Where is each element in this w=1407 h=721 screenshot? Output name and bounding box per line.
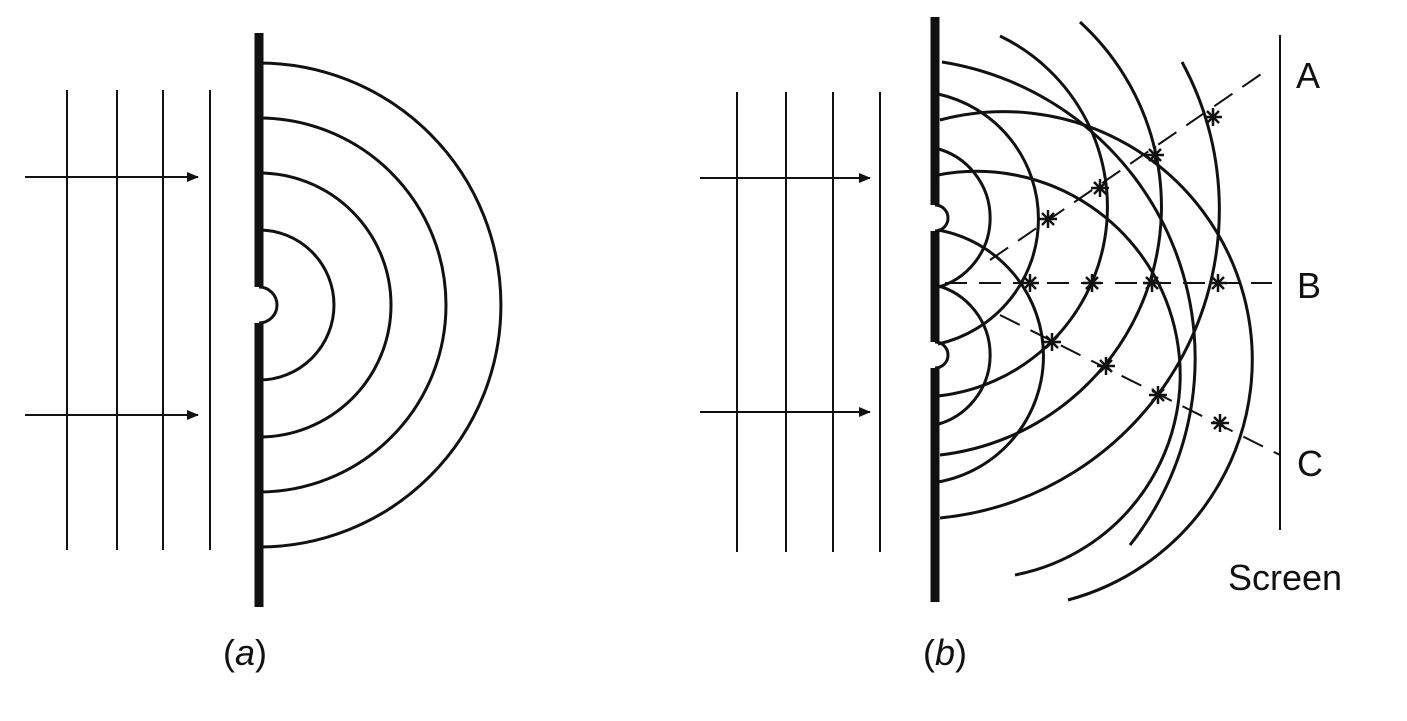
crossing-mark-icon — [1146, 146, 1164, 164]
crossing-mark-icon — [1211, 414, 1229, 432]
circular-wavefront — [258, 228, 336, 382]
crossing-mark-icon — [1021, 274, 1039, 292]
barrier-b — [930, 17, 950, 602]
circular-wavefront — [937, 169, 1182, 577]
circular-wavefront — [939, 110, 1254, 602]
circular-wavefront — [937, 92, 1040, 346]
incident-arrows-a — [25, 172, 199, 420]
constructive-interference-lines — [945, 67, 1281, 456]
panel-a-caption: (a) — [223, 632, 267, 673]
crossing-mark-icon — [1149, 386, 1167, 404]
upper-slit-wavefronts — [934, 20, 1221, 520]
barrier-a — [254, 33, 279, 607]
slit-opening-lower — [934, 340, 950, 370]
circular-wavefront — [258, 171, 393, 439]
panel-b-caption: (b) — [923, 632, 967, 673]
crossing-mark-icon — [1091, 179, 1109, 197]
label-c: C — [1297, 443, 1323, 484]
label-a: A — [1296, 55, 1320, 96]
incident-plane-wavefronts-a — [66, 90, 211, 550]
dashed-line-a — [989, 67, 1271, 261]
lower-slit-wavefronts — [934, 60, 1254, 602]
slit-opening — [258, 285, 279, 325]
screen-label: Screen — [1228, 557, 1342, 598]
circular-wavefront — [934, 283, 992, 427]
diffracted-wavefronts-a — [258, 61, 503, 549]
circular-wavefront — [258, 61, 503, 549]
circular-wavefront — [258, 116, 448, 494]
crossing-mark-icon — [1083, 274, 1101, 292]
circular-wavefront — [939, 61, 1221, 520]
circular-wavefront — [937, 34, 1109, 398]
crossing-mark-icon — [1204, 108, 1222, 126]
circular-wavefront — [937, 228, 1045, 484]
panel-a-single-slit: (a) — [25, 33, 503, 673]
circular-wavefront — [941, 60, 1197, 546]
crossing-mark-icon — [1043, 333, 1061, 351]
dashed-line-c — [999, 314, 1281, 456]
circular-wavefront — [934, 146, 992, 290]
label-b: B — [1297, 265, 1321, 306]
slit-opening-upper — [934, 203, 950, 233]
interference-crossings — [1021, 108, 1229, 432]
panel-b-double-slit: A B C Screen (b) — [700, 17, 1342, 673]
crossing-mark-icon — [1209, 274, 1227, 292]
incident-arrows-b — [700, 173, 871, 417]
crossing-mark-icon — [1039, 210, 1057, 228]
crossing-mark-icon — [1097, 357, 1115, 375]
incident-plane-wavefronts-b — [736, 92, 881, 552]
crossing-mark-icon — [1143, 274, 1161, 292]
